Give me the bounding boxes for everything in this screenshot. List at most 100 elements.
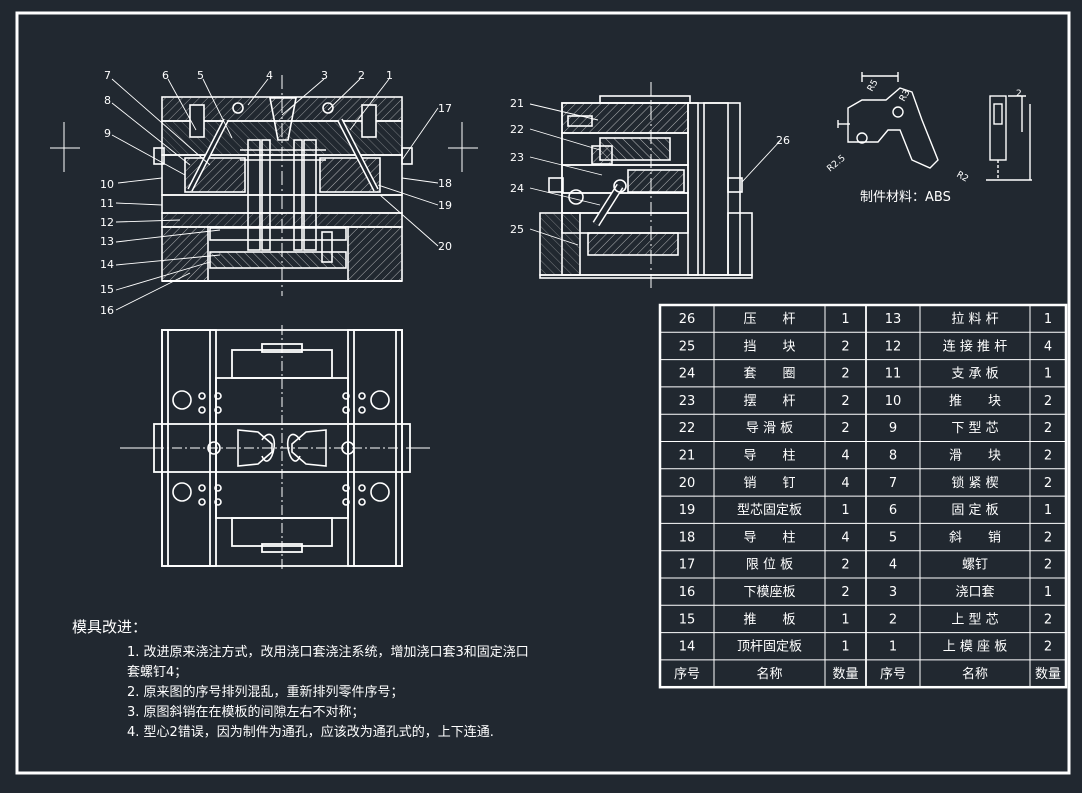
callout-9: 9 <box>104 127 111 140</box>
callout-16: 16 <box>100 304 114 317</box>
dim-r2: R2 <box>955 170 970 185</box>
callout-23: 23 <box>510 151 524 164</box>
callout-8: 8 <box>104 94 111 107</box>
table-cell: 13 <box>885 312 902 327</box>
table-cell: 滑 块 <box>949 449 1001 464</box>
callout-22: 22 <box>510 123 524 136</box>
callout-13: 13 <box>100 235 114 248</box>
callout-17: 17 <box>438 102 452 115</box>
table-cell: 导 柱 <box>743 530 795 545</box>
table-cell: 21 <box>679 449 696 464</box>
side-section-view <box>539 95 753 279</box>
table-cell: 20 <box>679 476 696 491</box>
front-view-callouts: 7 6 5 4 3 2 1 8 9 10 11 12 13 14 15 16 1… <box>100 69 452 317</box>
table-header-cell: 序号 <box>674 667 700 682</box>
table-cell: 锁 紧 楔 <box>951 475 998 491</box>
table-cell: 支 承 板 <box>951 367 998 382</box>
callout-12: 12 <box>100 216 114 229</box>
table-cell: 斜 销 <box>949 530 1001 545</box>
improvement-notes: 模具改进： 1. 改进原来浇注方式，改用浇口套浇注系统，增加浇口套3和固定浇口 … <box>72 618 529 740</box>
table-header-cell: 序号 <box>880 667 906 682</box>
front-view-leaders <box>111 78 439 311</box>
callout-19: 19 <box>438 199 452 212</box>
table-cell: 上 型 芯 <box>951 612 998 627</box>
table-cell: 4 <box>1044 339 1052 354</box>
table-cell: 2 <box>841 585 849 600</box>
table-header-cell: 数量 <box>832 667 858 682</box>
table-cell: 销 钉 <box>743 476 795 491</box>
table-cell: 2 <box>841 367 849 382</box>
table-cell: 型芯固定板 <box>737 503 802 518</box>
table-cell: 1 <box>1044 585 1052 600</box>
table-cell: 下 型 芯 <box>951 421 998 436</box>
dim-r3: R3 <box>898 88 913 103</box>
material-label: 制件材料：ABS <box>860 190 951 205</box>
table-cell: 4 <box>889 558 897 573</box>
side-view-centerlines <box>650 82 699 290</box>
table-cell: 9 <box>889 421 897 436</box>
callout-26: 26 <box>776 134 790 147</box>
table-cell: 15 <box>679 612 696 627</box>
table-cell: 12 <box>885 339 902 354</box>
table-cell: 套 圈 <box>743 366 795 382</box>
improvement-line-1: 1. 改进原来浇注方式，改用浇口套浇注系统，增加浇口套3和固定浇口 <box>127 644 529 660</box>
table-cell: 摆 杆 <box>743 394 795 409</box>
table-cell: 24 <box>679 367 696 382</box>
callout-3: 3 <box>321 69 328 82</box>
table-cell: 2 <box>841 339 849 354</box>
table-cell: 2 <box>841 558 849 573</box>
table-cell: 26 <box>679 312 696 327</box>
callout-11: 11 <box>100 197 114 210</box>
dim-r5: R5 <box>866 78 881 93</box>
table-cell: 7 <box>889 476 897 491</box>
table-header-cell: 名称 <box>756 666 782 682</box>
table-cell: 连 接 推 杆 <box>943 338 1007 354</box>
table-cell: 下模座板 <box>743 585 795 600</box>
table-cell: 限 位 板 <box>746 558 793 573</box>
table-cell: 拉 料 杆 <box>951 312 998 327</box>
improvements-title: 模具改进： <box>72 618 147 636</box>
callout-10: 10 <box>100 178 114 191</box>
part-drawing <box>837 72 1032 181</box>
callout-24: 24 <box>510 182 524 195</box>
drawing-frame <box>15 11 1071 775</box>
table-cell: 上 模 座 板 <box>943 640 1007 655</box>
table-cell: 14 <box>679 640 696 655</box>
table-cell: 2 <box>1044 558 1052 573</box>
table-cell: 推 板 <box>743 612 795 627</box>
table-cell: 4 <box>841 449 849 464</box>
table-cell: 导 滑 板 <box>746 421 793 436</box>
table-cell: 17 <box>679 558 696 573</box>
table-cell: 2 <box>841 421 849 436</box>
table-cell: 22 <box>679 421 696 436</box>
table-cell: 1 <box>841 312 849 327</box>
callout-6: 6 <box>162 69 169 82</box>
dim-2: 2 <box>1016 89 1022 99</box>
callout-1: 1 <box>386 69 393 82</box>
part-dimensions: R5 R3 R2.5 R2 2 <box>826 78 1022 184</box>
plan-view-holes <box>172 390 390 506</box>
callout-25: 25 <box>510 223 524 236</box>
table-header-cell: 名称 <box>962 666 988 682</box>
table-cell: 2 <box>1044 394 1052 409</box>
table-cell: 挡 块 <box>743 339 795 354</box>
table-cell: 5 <box>889 530 897 545</box>
table-cell: 顶杆固定板 <box>737 640 802 655</box>
table-cell: 2 <box>1044 530 1052 545</box>
table-header-cell: 数量 <box>1035 667 1061 682</box>
table-cell: 2 <box>1044 640 1052 655</box>
dim-r2-5: R2.5 <box>826 153 848 174</box>
table-cell: 6 <box>889 503 897 518</box>
table-cell: 2 <box>1044 449 1052 464</box>
table-cell: 1 <box>889 640 897 655</box>
table-cell: 11 <box>885 367 902 382</box>
callout-5: 5 <box>197 69 204 82</box>
callout-14: 14 <box>100 258 114 271</box>
table-cell: 1 <box>1044 503 1052 518</box>
callout-2: 2 <box>358 69 365 82</box>
improvement-line-5: 4. 型心2错误，因为制件为通孔，应该改为通孔式的，上下连通. <box>127 724 494 740</box>
improvement-line-4: 3. 原图斜销在在模板的间隙左右不对称； <box>127 704 365 720</box>
table-cell: 19 <box>679 503 696 518</box>
callout-15: 15 <box>100 283 114 296</box>
table-cell: 2 <box>1044 421 1052 436</box>
